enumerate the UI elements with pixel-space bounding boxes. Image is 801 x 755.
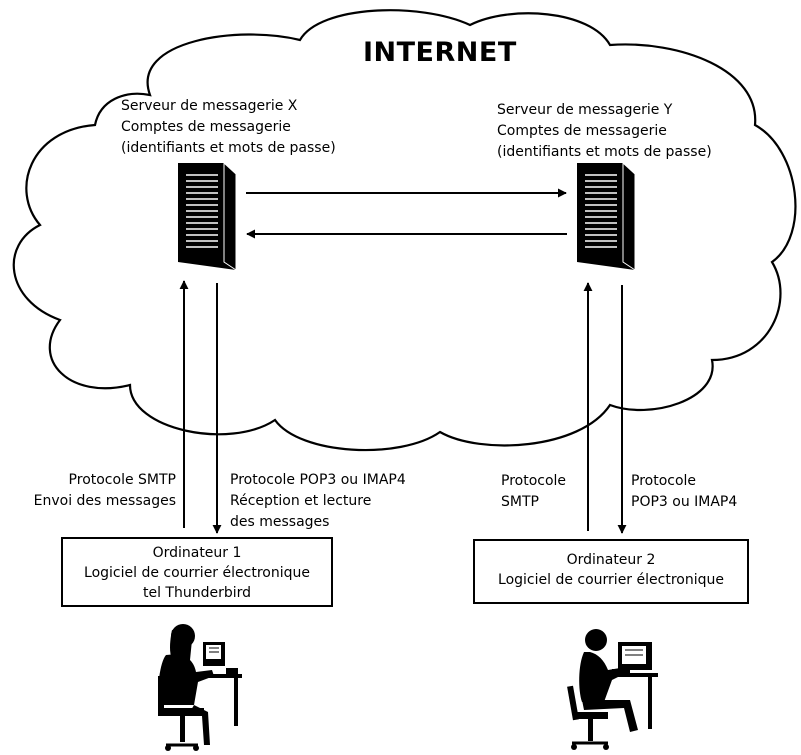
man-at-computer-icon (567, 629, 658, 750)
right-pop3-label-line: POP3 ou IMAP4 (631, 494, 738, 510)
computer-1-line: Ordinateur 1 (152, 545, 242, 561)
left-pop3-label: Protocole POP3 ou IMAP4 Réception et lec… (230, 470, 406, 533)
server-x-label-line: (identifiants et mots de passe) (121, 140, 336, 156)
computer-2-line: Logiciel de courrier électronique (498, 572, 724, 588)
server-x-label-line: Serveur de messagerie X (121, 98, 298, 114)
left-smtp-label: Protocole SMTP Envoi des messages (0, 470, 176, 512)
server-x-icon (178, 161, 237, 271)
left-smtp-label-line: Envoi des messages (33, 493, 176, 509)
computer-1-line: Logiciel de courrier électronique (84, 565, 310, 581)
right-pop3-label-line: Protocole (631, 473, 697, 489)
right-smtp-label: Protocole SMTP (501, 471, 566, 513)
left-smtp-label-line: Protocole SMTP (68, 472, 176, 488)
woman-at-computer-icon (158, 624, 242, 751)
server-y-icon (577, 161, 636, 271)
computer-1-line: tel Thunderbird (142, 585, 252, 601)
server-y-label: Serveur de messagerie Y Comptes de messa… (497, 100, 712, 163)
internet-title: INTERNET (363, 37, 517, 68)
left-pop3-label-line: des messages (230, 514, 330, 530)
server-y-label-line: Comptes de messagerie (497, 123, 667, 139)
computer-2-line: Ordinateur 2 (566, 552, 656, 568)
server-y-label-line: Serveur de messagerie Y (497, 102, 673, 118)
left-pop3-label-line: Réception et lecture (230, 493, 372, 509)
server-x-label: Serveur de messagerie X Comptes de messa… (121, 96, 336, 159)
right-smtp-label-line: Protocole (501, 473, 567, 489)
server-y-label-line: (identifiants et mots de passe) (497, 144, 712, 160)
server-x-label-line: Comptes de messagerie (121, 119, 291, 135)
right-smtp-label-line: SMTP (501, 494, 539, 510)
computer-1-box: Ordinateur 1 Logiciel de courrier électr… (61, 537, 333, 607)
internet-cloud (12, 9, 797, 452)
computer-2-box: Ordinateur 2 Logiciel de courrier électr… (473, 539, 749, 604)
left-pop3-label-line: Protocole POP3 ou IMAP4 (230, 472, 406, 488)
right-pop3-label: Protocole POP3 ou IMAP4 (631, 471, 737, 513)
